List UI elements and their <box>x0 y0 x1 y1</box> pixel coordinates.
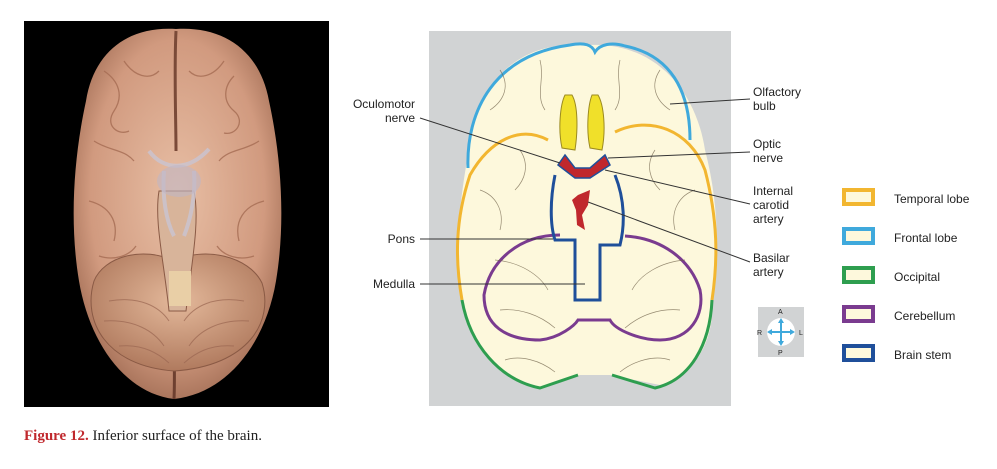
figure-caption: Figure 12. Inferior surface of the brain… <box>24 428 262 445</box>
compass-l: L <box>799 330 803 337</box>
frontal-lobe-outline <box>466 42 692 169</box>
orientation-compass: A P R L <box>757 307 804 357</box>
temporal-lobe-left <box>455 132 549 301</box>
brain-photograph <box>24 21 329 407</box>
leader-lines <box>419 98 751 285</box>
legend-label-temporal: Temporal lobe <box>894 192 970 206</box>
occipital-left <box>460 299 579 390</box>
occipital-right <box>611 299 714 390</box>
basilar-artery <box>572 190 590 230</box>
legend-label-brainstem: Brain stem <box>894 348 952 362</box>
olfactory-bulb-right <box>587 94 605 151</box>
legend-label-cerebellum: Cerebellum <box>894 309 956 323</box>
optic-chiasm <box>556 153 611 179</box>
legend-label-frontal: Frontal lobe <box>894 231 958 245</box>
compass-r: R <box>757 330 763 337</box>
legend-swatch-brainstem <box>842 344 875 362</box>
label-medulla: Medulla <box>372 277 415 291</box>
temporal-lobe-right <box>614 123 718 301</box>
brain-photo-drawing <box>24 21 329 407</box>
compass-icon <box>767 318 795 346</box>
compass-a: A <box>778 309 783 316</box>
legend-swatch-temporal <box>842 188 875 206</box>
legend-swatch-frontal <box>842 227 875 245</box>
olfactory-bulb-left <box>559 94 578 151</box>
brainstem-outline <box>549 174 625 302</box>
legend-swatch-cerebellum <box>842 305 875 323</box>
cerebellum-outline <box>482 233 703 342</box>
legend-label-occipital: Occipital <box>894 270 941 284</box>
brain-outline <box>458 44 717 388</box>
legend-swatch-occipital <box>842 266 875 284</box>
caption-number: Figure 12. <box>24 428 89 444</box>
label-pons: Pons <box>387 232 415 246</box>
caption-text: Inferior surface of the brain. <box>88 428 262 444</box>
compass-p: P <box>778 350 783 357</box>
